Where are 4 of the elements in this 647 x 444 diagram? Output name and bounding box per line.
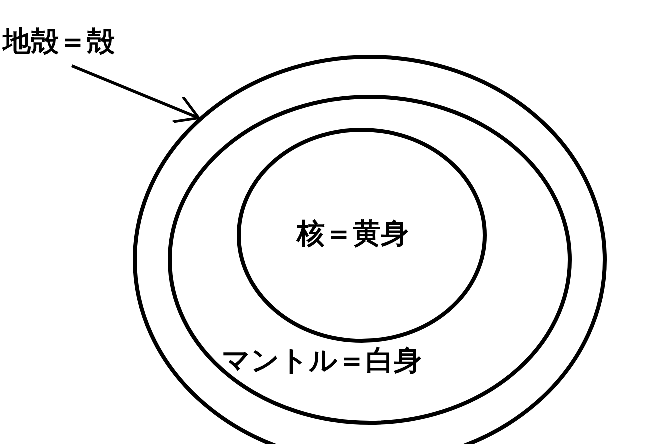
arrow xyxy=(71,64,200,124)
callout-label: 地殻＝殻 xyxy=(3,28,115,56)
layer-label: 核＝黄身 xyxy=(297,220,409,248)
layer-label: マントル＝白身 xyxy=(222,347,422,375)
